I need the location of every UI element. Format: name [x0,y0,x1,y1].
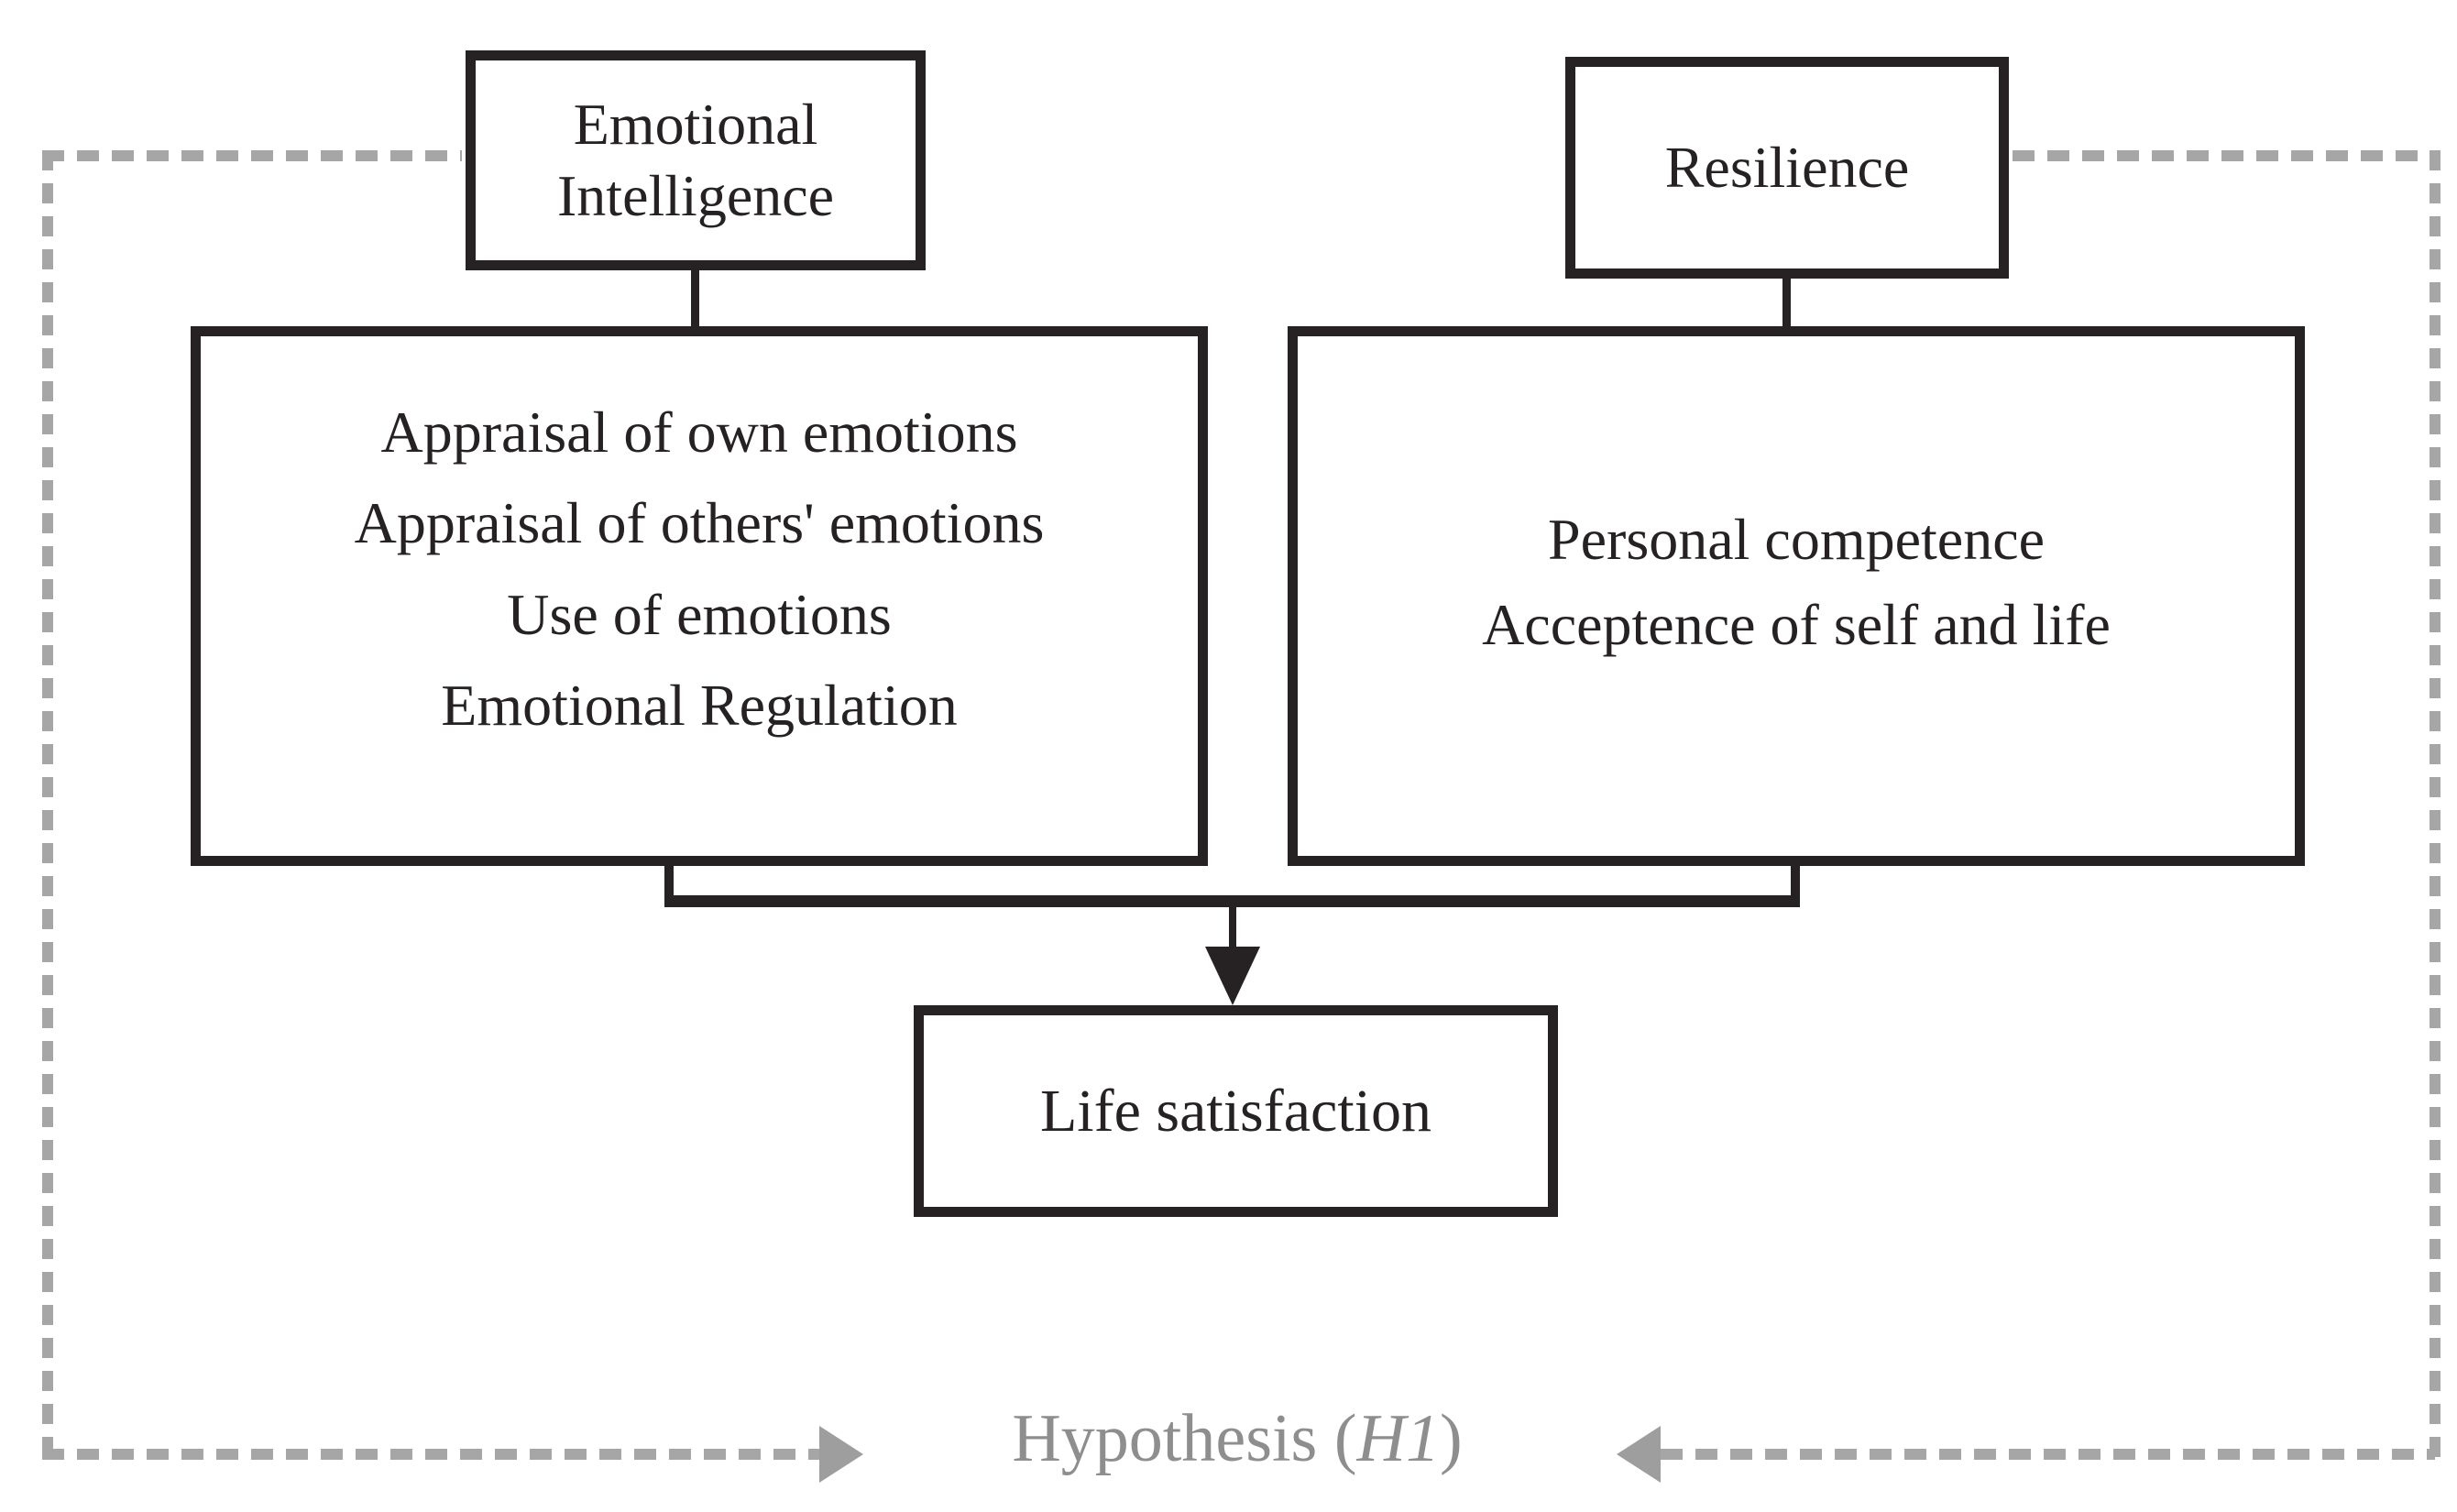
resilience-components-box: Personal competence Acceptence of self a… [1288,326,2305,866]
hypothesis-h1-italic: H1 [1356,1401,1440,1476]
resilience-label: Resilience [1664,135,1910,200]
hypothesis-text-prefix: Hypothesis ( [1012,1401,1357,1476]
down-arrowhead-icon [1205,947,1260,1005]
resilience-component-line: Acceptence of self and life [1482,591,2111,657]
ei-components-box: Appraisal of own emotions Appraisal of o… [191,326,1208,866]
life-satisfaction-box: Life satisfaction [914,1005,1558,1217]
life-satisfaction-label: Life satisfaction [1039,1077,1431,1145]
dashed-line-left [42,150,53,1460]
dashed-line-bottom-right [1661,1449,2435,1460]
dashed-line-right [2430,150,2441,1460]
ei-components-drop-line [664,863,674,902]
arrow-stem-line [1229,905,1236,959]
right-pointing-arrowhead-icon [819,1426,863,1483]
ei-component-line: Emotional Regulation [441,672,958,738]
ei-component-line: Appraisal of own emotions [380,400,1018,466]
resilience-box: Resilience [1565,57,2009,279]
ei-component-line: Use of emotions [507,581,892,647]
dashed-line-bottom-left [42,1449,819,1460]
joining-bus-line [664,895,1800,907]
hypothesis-text-suffix: ) [1439,1401,1463,1476]
emotional-intelligence-label: Emotional Intelligence [556,91,835,228]
resilience-component-line: Personal competence [1548,506,2045,572]
hypothesis-label: Hypothesis (H1) [916,1400,1558,1478]
resilience-to-components-connector [1782,277,1791,329]
left-pointing-arrowhead-icon [1617,1426,1661,1483]
emotional-intelligence-box: Emotional Intelligence [466,50,926,270]
dashed-line-top-right [2013,150,2435,161]
ei-to-components-connector [691,268,699,329]
dashed-line-top-left [42,150,462,161]
resilience-components-drop-line [1791,863,1800,902]
ei-component-line: Appraisal of others' emotions [354,490,1045,556]
